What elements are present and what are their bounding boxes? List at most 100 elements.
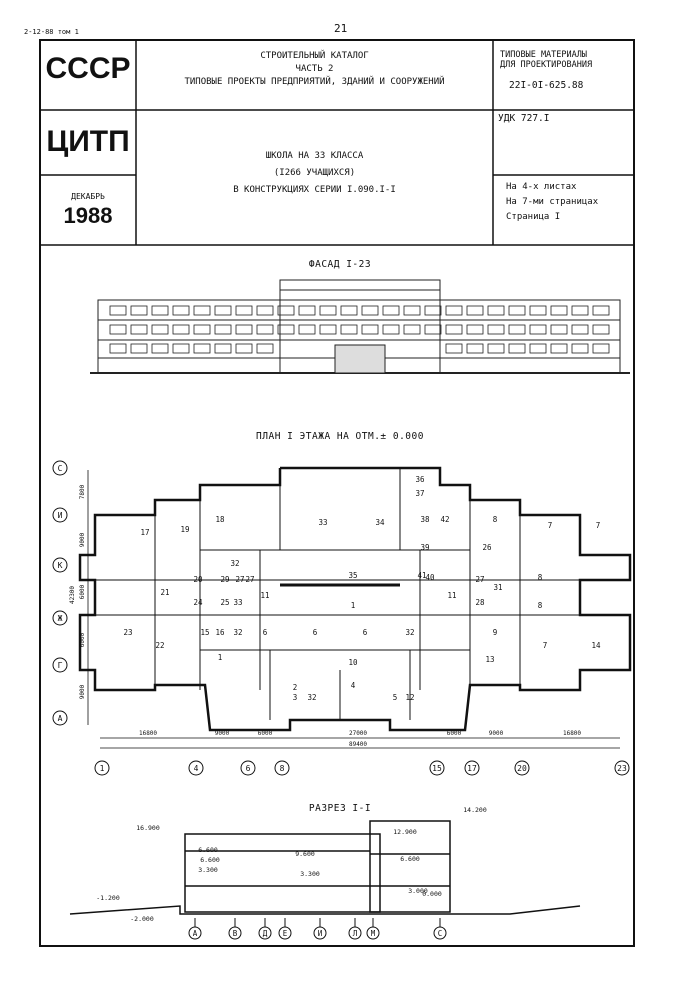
elevation-mark: 9.600 bbox=[295, 850, 315, 858]
facade-window bbox=[319, 305, 337, 316]
room-number: 5 bbox=[393, 693, 398, 702]
facade-window bbox=[151, 343, 169, 354]
issue-month: ДЕКАБРЬ bbox=[71, 192, 105, 201]
room-number: 15 bbox=[200, 628, 209, 637]
section-axis-label: А bbox=[193, 929, 198, 938]
facade-window bbox=[340, 324, 358, 335]
elevation-mark: 3.300 bbox=[300, 870, 320, 878]
section-axis-marker: Л bbox=[348, 926, 362, 940]
facade-window bbox=[235, 305, 253, 316]
room-number: 1 bbox=[218, 653, 223, 662]
room-number: 11 bbox=[447, 591, 456, 600]
elevation-mark: 14.200 bbox=[463, 806, 487, 814]
facade-window bbox=[109, 324, 127, 335]
room-number: 3 bbox=[293, 693, 298, 702]
room-number: 6 bbox=[313, 628, 318, 637]
col-axis-label: 8 bbox=[280, 764, 285, 773]
col-axis-marker: 4 bbox=[188, 760, 204, 776]
facade-window bbox=[445, 343, 463, 354]
facade-window bbox=[424, 324, 442, 335]
left-dimension: 7800 bbox=[79, 484, 86, 499]
section-drawing: 16.90014.20012.9009.6006.6003.3003.0000.… bbox=[69, 806, 581, 940]
room-number: 22 bbox=[155, 641, 164, 650]
room-number: 8 bbox=[493, 515, 498, 524]
row-axis-label: К bbox=[58, 561, 63, 570]
section-axis-marker: С bbox=[433, 926, 447, 940]
room-number: 27 bbox=[245, 575, 254, 584]
row-axis-marker: Ж bbox=[52, 610, 68, 626]
sheets-info: На 4-х листах На 7-ми страницах Страница… bbox=[506, 182, 599, 222]
room-number: 33 bbox=[318, 518, 327, 527]
room-number: 26 bbox=[482, 543, 492, 552]
left-total-dimension: 42300 bbox=[69, 586, 76, 604]
room-number: 28 bbox=[475, 598, 485, 607]
bottom-dimension: 6000 bbox=[447, 730, 462, 737]
room-number: 38 bbox=[420, 515, 430, 524]
room-number: 7 bbox=[548, 521, 553, 530]
facade-window bbox=[466, 305, 484, 316]
facade-window bbox=[151, 324, 169, 335]
facade-window bbox=[319, 324, 337, 335]
bottom-dimension: 27000 bbox=[349, 730, 367, 737]
facade-window bbox=[235, 343, 253, 354]
room-number: 29 bbox=[220, 575, 229, 584]
facade-window bbox=[550, 324, 568, 335]
left-dimension: 6000 bbox=[79, 584, 86, 599]
section-axis-marker: А bbox=[188, 926, 202, 940]
facade-window bbox=[508, 343, 526, 354]
facade-window bbox=[109, 343, 127, 354]
facade-window bbox=[466, 324, 484, 335]
facade-window bbox=[361, 324, 379, 335]
row-axis-marker: И bbox=[52, 507, 68, 523]
facade-window bbox=[193, 324, 211, 335]
room-number: 31 bbox=[493, 583, 502, 592]
room-number: 40 bbox=[425, 573, 435, 582]
col-axis-label: 17 bbox=[467, 764, 477, 773]
section-axis-label: Е bbox=[283, 929, 288, 938]
elevation-mark: 0.000 bbox=[422, 890, 442, 898]
room-number: 41 bbox=[417, 571, 426, 580]
facade-window bbox=[298, 305, 316, 316]
facade-window bbox=[361, 305, 379, 316]
room-number: 1 bbox=[351, 601, 356, 610]
facade-window bbox=[298, 324, 316, 335]
materials-label: ТИПОВЫЕ МАТЕРИАЛЫ ДЛЯ ПРОЕКТИРОВАНИЯ bbox=[500, 50, 593, 70]
project-title: ШКОЛА НА 33 КЛАССА (I266 УЧАЩИХСЯ) В КОН… bbox=[233, 151, 396, 195]
elevation-mark: 16.900 bbox=[136, 824, 160, 832]
facade-window bbox=[151, 305, 169, 316]
section-axis-marker: В bbox=[228, 926, 242, 940]
section-title: РАЗРЕЗ I-I bbox=[308, 803, 372, 814]
elevation-mark: 3.000 bbox=[408, 887, 428, 895]
facade-drawing bbox=[90, 279, 630, 374]
room-number: 10 bbox=[348, 658, 358, 667]
row-axis-label: Г bbox=[58, 661, 63, 670]
col-axis-marker: 17 bbox=[464, 760, 480, 776]
facade-window bbox=[571, 343, 589, 354]
facade-window bbox=[214, 343, 232, 354]
room-number: 12 bbox=[405, 693, 414, 702]
room-number: 37 bbox=[415, 489, 424, 498]
facade-window bbox=[487, 324, 505, 335]
facade-window bbox=[382, 305, 400, 316]
room-number: 6 bbox=[263, 628, 268, 637]
facade-window bbox=[529, 343, 547, 354]
section-axis-label: Д bbox=[263, 929, 268, 938]
section-axis-label: С bbox=[438, 929, 443, 938]
facade-window bbox=[445, 324, 463, 335]
row-axis-label: А bbox=[58, 714, 63, 723]
room-number: 4 bbox=[351, 681, 356, 690]
room-number: 18 bbox=[215, 515, 225, 524]
room-number: 13 bbox=[485, 655, 494, 664]
room-number: 8 bbox=[538, 601, 543, 610]
facade-window bbox=[256, 324, 274, 335]
left-dimension: 9000 bbox=[79, 684, 86, 699]
bottom-dimension: 9000 bbox=[489, 730, 504, 737]
facade-window bbox=[277, 324, 295, 335]
room-number: 34 bbox=[375, 518, 385, 527]
room-number: 32 bbox=[233, 628, 242, 637]
room-number: 16 bbox=[215, 628, 225, 637]
facade-window bbox=[109, 305, 127, 316]
section-axis-label: Л bbox=[353, 929, 358, 938]
elevation-mark: -2.000 bbox=[130, 915, 154, 923]
